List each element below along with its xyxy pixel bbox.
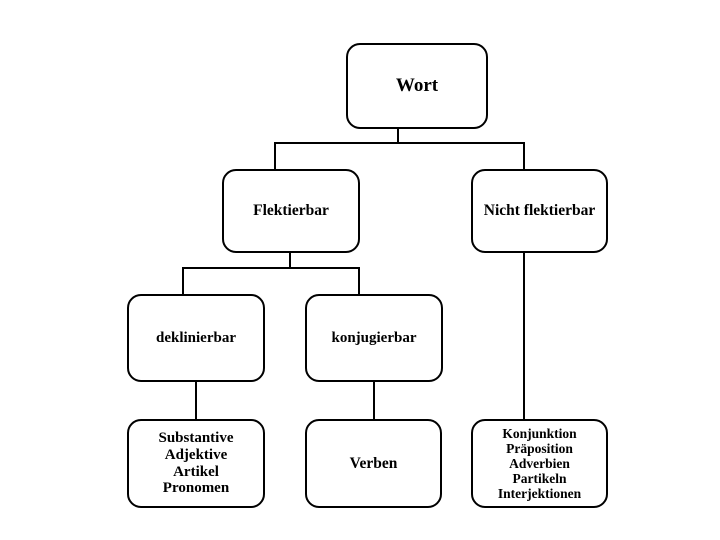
node-deklinierbar: deklinierbar bbox=[127, 294, 265, 382]
node-flektierbar-label: Flektierbar bbox=[253, 202, 329, 220]
connector-konjugierbar-to-leaf bbox=[373, 382, 376, 420]
node-nicht-flektierbar-word-classes-label: Konjunktion Präposition Adverbien Partik… bbox=[497, 425, 582, 502]
connector-bus-level1-left-stub bbox=[274, 142, 277, 170]
node-wort-label: Wort bbox=[395, 75, 439, 97]
connector-bus-level2-left-stub bbox=[182, 267, 185, 295]
connector-bus-level1 bbox=[274, 142, 525, 145]
node-nicht-flektierbar: Nicht flektierbar bbox=[471, 169, 608, 253]
connector-bus-level2 bbox=[182, 267, 360, 270]
connector-bus-level2-right-stub bbox=[358, 267, 361, 295]
node-nicht-flektierbar-label: Nicht flektierbar bbox=[483, 202, 596, 220]
node-nicht-flektierbar-word-classes: Konjunktion Präposition Adverbien Partik… bbox=[471, 419, 608, 508]
node-deklinierbar-word-classes-label: Substantive Adjektive Artikel Pronomen bbox=[158, 429, 234, 497]
node-flektierbar: Flektierbar bbox=[222, 169, 360, 253]
node-konjugierbar-word-classes-label: Verben bbox=[349, 454, 398, 472]
connector-nicht-flektierbar-to-leaf bbox=[523, 252, 526, 420]
node-konjugierbar-word-classes: Verben bbox=[305, 419, 442, 508]
node-wort: Wort bbox=[346, 43, 488, 129]
node-konjugierbar-label: konjugierbar bbox=[331, 329, 417, 346]
connector-bus-level1-right-stub bbox=[523, 142, 526, 170]
connector-deklinierbar-to-leaf bbox=[195, 382, 198, 420]
connector-flektierbar-to-bus bbox=[289, 252, 292, 268]
node-konjugierbar: konjugierbar bbox=[305, 294, 443, 382]
node-deklinierbar-word-classes: Substantive Adjektive Artikel Pronomen bbox=[127, 419, 265, 508]
connector-wort-to-bus bbox=[397, 128, 400, 144]
node-deklinierbar-label: deklinierbar bbox=[155, 329, 236, 346]
